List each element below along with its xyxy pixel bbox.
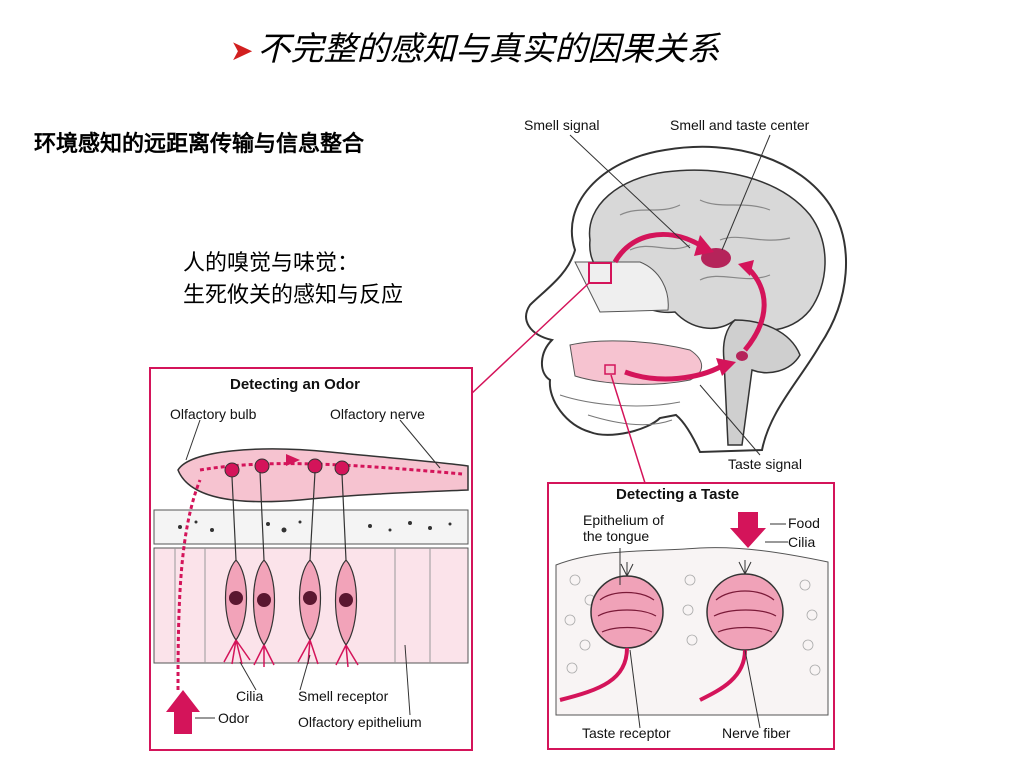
smell-signal-label: Smell signal — [524, 117, 600, 133]
odor-panel — [149, 367, 473, 751]
food-label: Food — [788, 515, 820, 531]
note-line-1: 人的嗅觉与味觉： — [183, 251, 360, 276]
tongue-epithelium-line-1: Epithelium of — [583, 512, 664, 528]
nerve-fiber-label: Nerve fiber — [722, 725, 791, 741]
odor-arrow-icon — [166, 690, 200, 734]
taste-panel-title: Detecting a Taste — [616, 486, 740, 503]
note-line-2: 生死攸关的感知与反应 — [183, 283, 404, 308]
slide-title-text: 不完整的感知与真实的因果关系 — [257, 29, 720, 68]
cilia-label-taste: Cilia — [788, 534, 816, 550]
slide-subtitle: 环境感知的远距离传输与信息整合 — [34, 132, 365, 157]
taste-panel — [547, 482, 835, 750]
tongue-epithelium-label: Epithelium of the tongue — [583, 512, 664, 544]
food-arrow-icon — [730, 512, 766, 548]
slide-title: ➤不完整的感知与真实的因果关系 — [230, 22, 719, 72]
smell-taste-center-label: Smell and taste center — [670, 117, 810, 133]
taste-bud-left — [590, 562, 664, 649]
taste-signal-label: Taste signal — [728, 456, 802, 472]
smell-receptor-label: Smell receptor — [298, 688, 389, 704]
bullet-arrow-icon: ➤ — [230, 34, 254, 67]
olfactory-epithelium-label: Olfactory epithelium — [298, 714, 422, 730]
cilia-label-odor: Cilia — [236, 688, 264, 704]
taste-receptor-label: Taste receptor — [582, 725, 671, 741]
olfactory-nerve-label: Olfactory nerve — [330, 406, 425, 422]
odor-panel-title: Detecting an Odor — [230, 376, 361, 393]
note-block: 人的嗅觉与味觉： 生死攸关的感知与反应 — [183, 248, 403, 312]
odor-label: Odor — [218, 710, 250, 726]
tongue-epithelium-line-2: the tongue — [583, 528, 650, 544]
head-illustration — [469, 134, 847, 484]
olfactory-bulb-label: Olfactory bulb — [170, 406, 257, 422]
